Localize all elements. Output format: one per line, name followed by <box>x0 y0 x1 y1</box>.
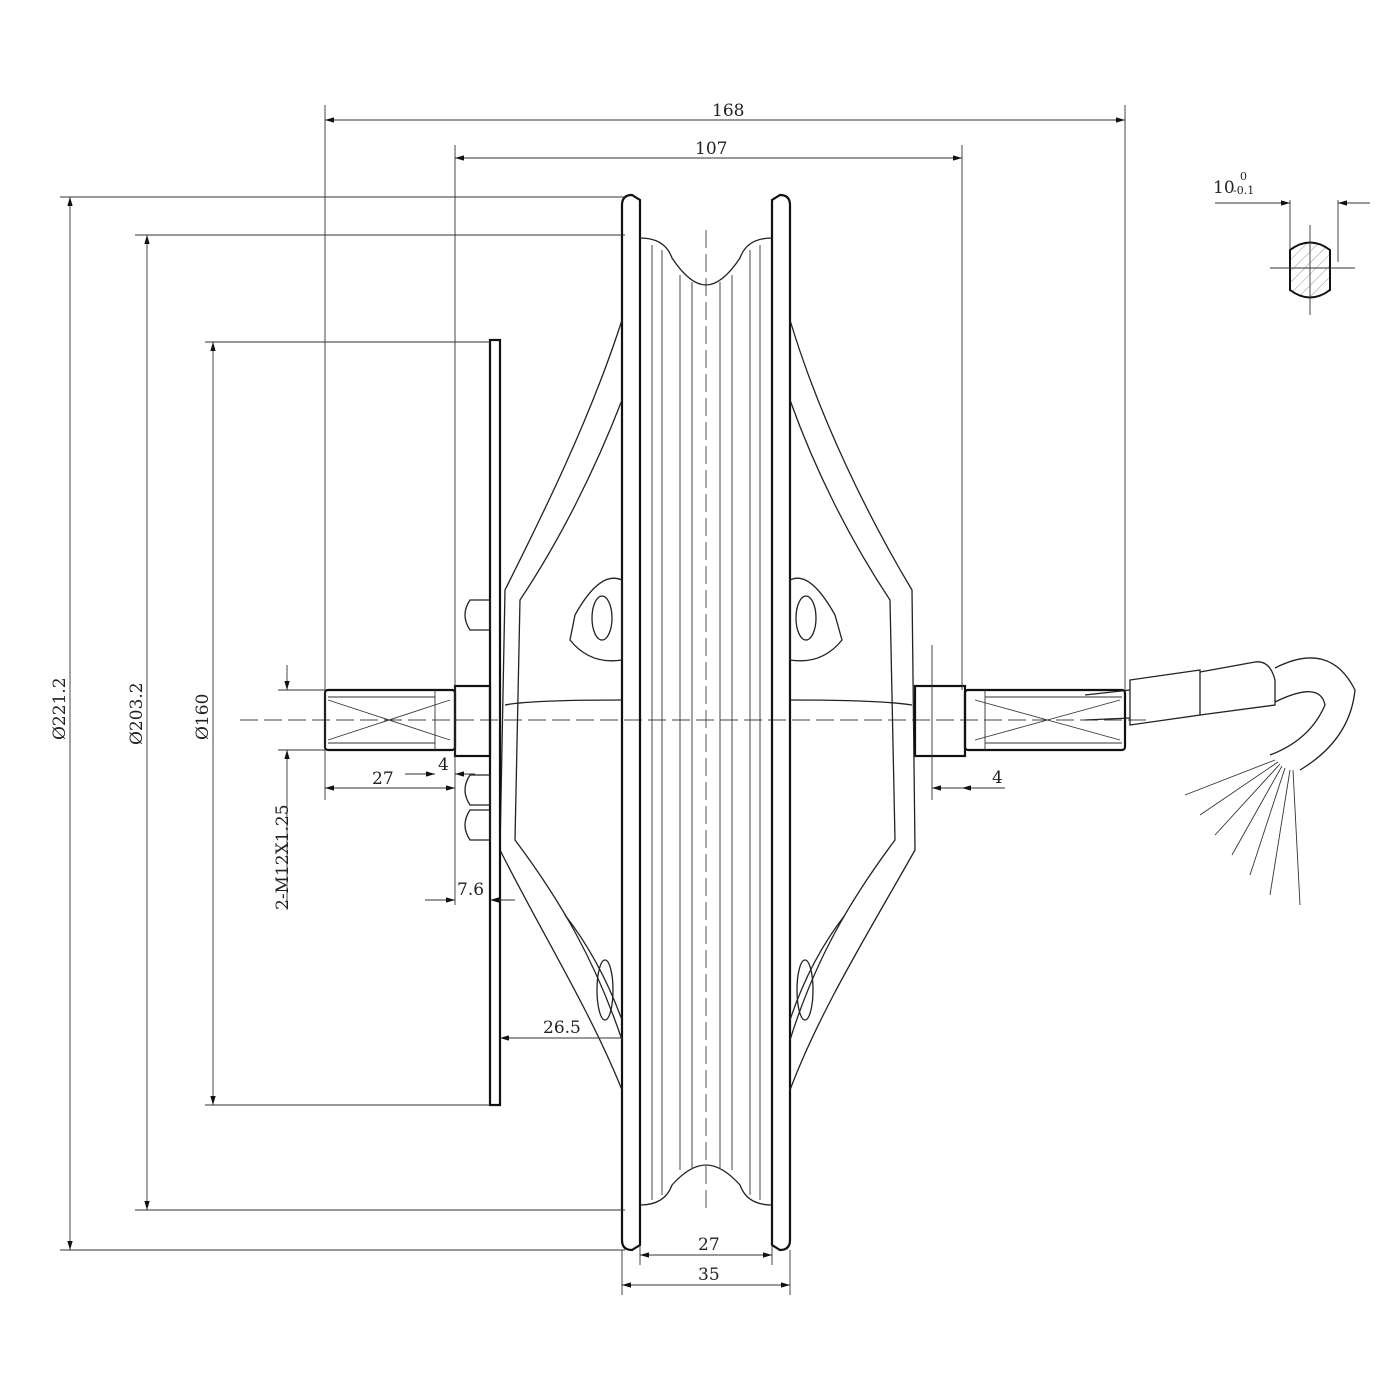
hub-body <box>499 319 916 1091</box>
shaft-nominal: 10 <box>1213 178 1235 198</box>
shaft-lower-tol: -0.1 <box>1233 184 1254 197</box>
dim-disc-offset: 7.6 <box>457 880 484 900</box>
shaft-upper-tol: 0 <box>1240 170 1247 183</box>
dim-right-nut-offset: 4 <box>992 768 1003 788</box>
dim-disc-to-rim: 26.5 <box>543 1018 581 1038</box>
shaft-section-detail: 10 0 -0.1 <box>1213 170 1370 315</box>
dim-rim-outer-width: 35 <box>698 1265 720 1285</box>
dim-left-axle-length: 27 <box>372 769 394 789</box>
dim-rim-diameter: Ø203.2 <box>127 682 147 745</box>
thread-spec: 2-M12X1.25 <box>273 804 293 910</box>
rim <box>620 193 792 1252</box>
right-axle <box>913 684 1127 758</box>
motor-cable <box>1084 657 1356 906</box>
dim-flange-spacing: 107 <box>695 139 727 159</box>
dim-overall-width: 168 <box>712 101 744 121</box>
left-axle <box>323 684 492 758</box>
dimension-lines <box>67 117 1125 1288</box>
dim-outer-diameter: Ø221.2 <box>50 677 70 740</box>
dim-disc-diameter: Ø160 <box>193 694 213 740</box>
dim-rim-inner-width: 27 <box>698 1235 720 1255</box>
dim-left-nut-offset: 4 <box>438 755 449 775</box>
disc-plate <box>464 338 502 1107</box>
extension-lines <box>60 105 1126 1295</box>
